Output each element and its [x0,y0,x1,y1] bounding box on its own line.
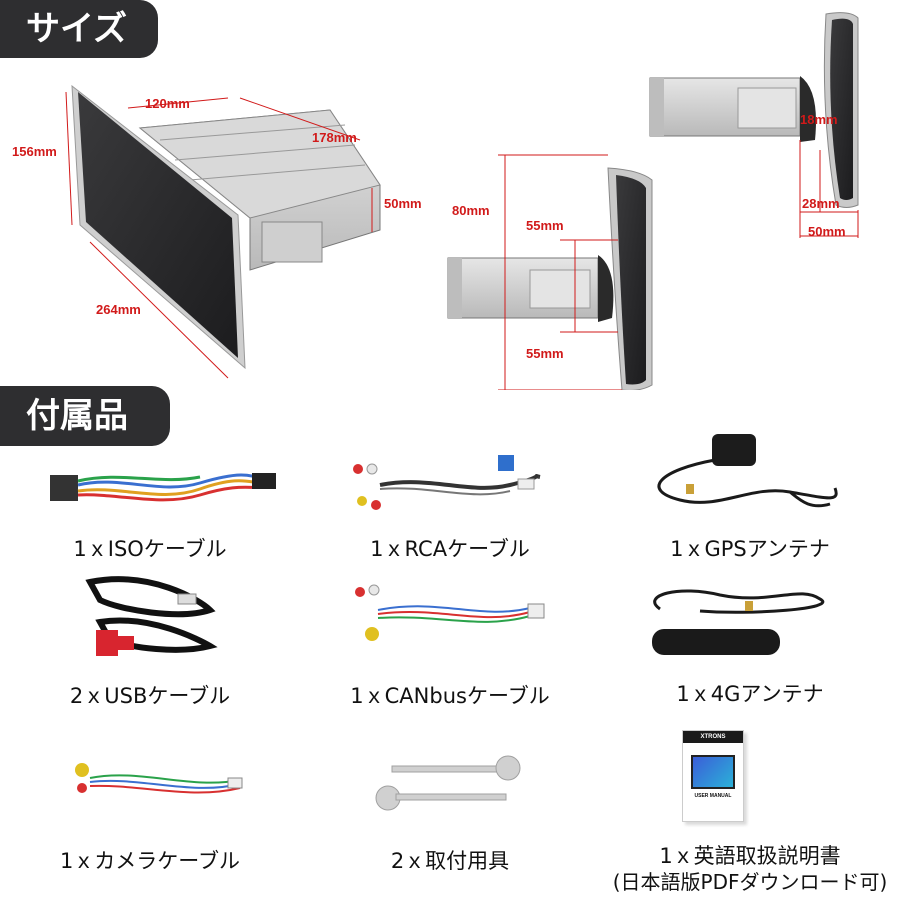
accessory-label-note: (日本語版PDFダウンロード可) [612,870,888,894]
accessory-iso-cable: 1ｘISOケーブル [0,455,300,565]
iso-cable-image [50,473,276,502]
usb-cable-image [85,576,218,656]
accessory-label: 1ｘRCAケーブル [370,537,530,561]
canbus-cable-image [355,584,545,641]
manual-title: USER MANUAL [694,793,732,799]
accessories-section-title: 付属品 [0,386,170,446]
dim-adjust-down: 55mm [526,346,564,361]
accessory-label: 2ｘUSBケーブル [69,684,231,708]
camera-cable-image [75,763,243,794]
manual-booklet-image: XTRONS USER MANUAL [682,730,744,822]
dim-offset-28: 28mm [802,196,840,211]
manual-brand: XTRONS [683,731,743,743]
size-section-title: サイズ [0,0,158,58]
accessory-label: 1ｘ英語取扱説明書 [659,844,841,868]
dim-screen-height: 156mm [12,144,57,159]
accessory-label: 1ｘISOケーブル [73,537,227,561]
accessory-user-manual: XTRONS USER MANUAL 1ｘ英語取扱説明書 (日本語版PDFダウン… [600,728,900,898]
4g-antenna-image [652,589,825,655]
accessory-rca-cable: 1ｘRCAケーブル [300,455,600,565]
accessory-usb-cable: 2ｘUSBケーブル [0,570,300,710]
dim-depth: 178mm [312,130,357,145]
dim-tilt-offset: 18mm [800,112,838,127]
accessory-gps-antenna: 1ｘGPSアンテナ [600,430,900,565]
dim-offset-50: 50mm [808,224,846,239]
dimension-diagram [65,12,859,390]
dim-chassis-height: 50mm [384,196,422,211]
gps-antenna-image [657,434,838,508]
accessory-label: 1ｘGPSアンテナ [670,537,830,561]
accessory-canbus-cable: 1ｘCANbusケーブル [300,570,600,710]
accessory-label: 1ｘCANbusケーブル [350,684,550,708]
head-unit-angled [71,84,381,370]
accessory-label: 1ｘ4Gアンテナ [676,682,824,706]
removal-tools-image [375,755,521,811]
accessory-camera-cable: 1ｘカメラケーブル [0,740,300,880]
accessory-removal-tools: 2ｘ取付用具 [300,740,600,880]
rca-cable-image [353,455,541,510]
accessory-label: 1ｘカメラケーブル [59,849,241,873]
accessory-4g-antenna: 1ｘ4Gアンテナ [600,575,900,710]
dim-front-width: 120mm [145,96,190,111]
dim-adjust-up: 55mm [526,218,564,233]
dim-adjust-total: 80mm [452,203,490,218]
dim-screen-width: 264mm [96,302,141,317]
head-unit-side-view-adjust [447,167,653,390]
head-unit-side-view-tilt [649,12,859,208]
accessory-label: 2ｘ取付用具 [390,849,510,873]
